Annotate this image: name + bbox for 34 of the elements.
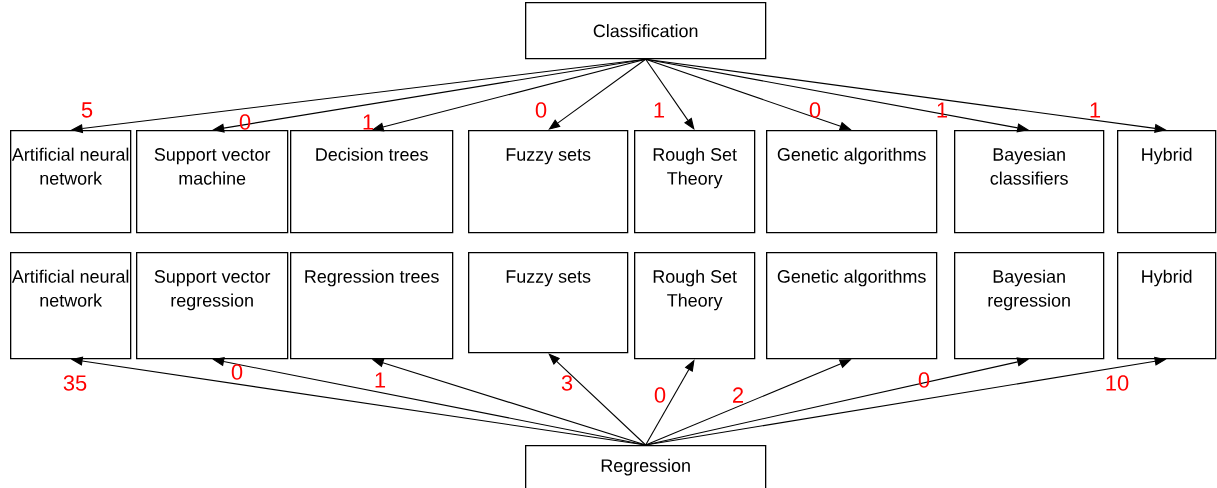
arrow — [548, 58, 647, 130]
method-box: Regression trees — [290, 252, 454, 360]
edge-label: 0 — [654, 387, 666, 403]
edge-label: 1 — [363, 114, 374, 130]
edge-label: 1 — [375, 372, 386, 388]
method-box: Bayesian classifiers — [954, 130, 1105, 234]
edge-label: 5 — [81, 102, 93, 118]
edge-label: 0 — [809, 102, 821, 118]
edge-label: 35 — [63, 375, 87, 391]
edge-label: 0 — [231, 364, 243, 380]
method-box: Hybrid — [1117, 252, 1217, 360]
edge-label: 1 — [654, 102, 665, 118]
method-box: Artificial neural network — [10, 130, 132, 234]
method-box: Support vector regression — [136, 252, 289, 360]
method-box: Genetic algorithms — [766, 252, 938, 360]
method-box: Classification — [525, 2, 767, 60]
edge-label: 10 — [1106, 375, 1129, 391]
method-box: Decision trees — [290, 130, 454, 234]
method-box: Rough Set Theory — [634, 130, 756, 234]
method-box: Regression — [525, 445, 767, 488]
method-box: Support vector machine — [136, 130, 289, 234]
arrow — [645, 58, 695, 130]
method-box: Rough Set Theory — [634, 252, 756, 360]
edge-label: 3 — [561, 375, 573, 391]
edge-label: 1 — [1090, 102, 1101, 118]
method-box: Artificial neural network — [10, 252, 132, 360]
method-box: Genetic algorithms — [766, 130, 938, 234]
method-box: Fuzzy sets — [468, 130, 629, 234]
arrow — [548, 353, 647, 446]
method-box: Fuzzy sets — [468, 252, 629, 354]
edge-label: 2 — [733, 387, 743, 403]
method-box: Bayesian regression — [954, 252, 1105, 360]
edge-label: 0 — [535, 102, 547, 118]
method-box: Hybrid — [1117, 130, 1217, 234]
